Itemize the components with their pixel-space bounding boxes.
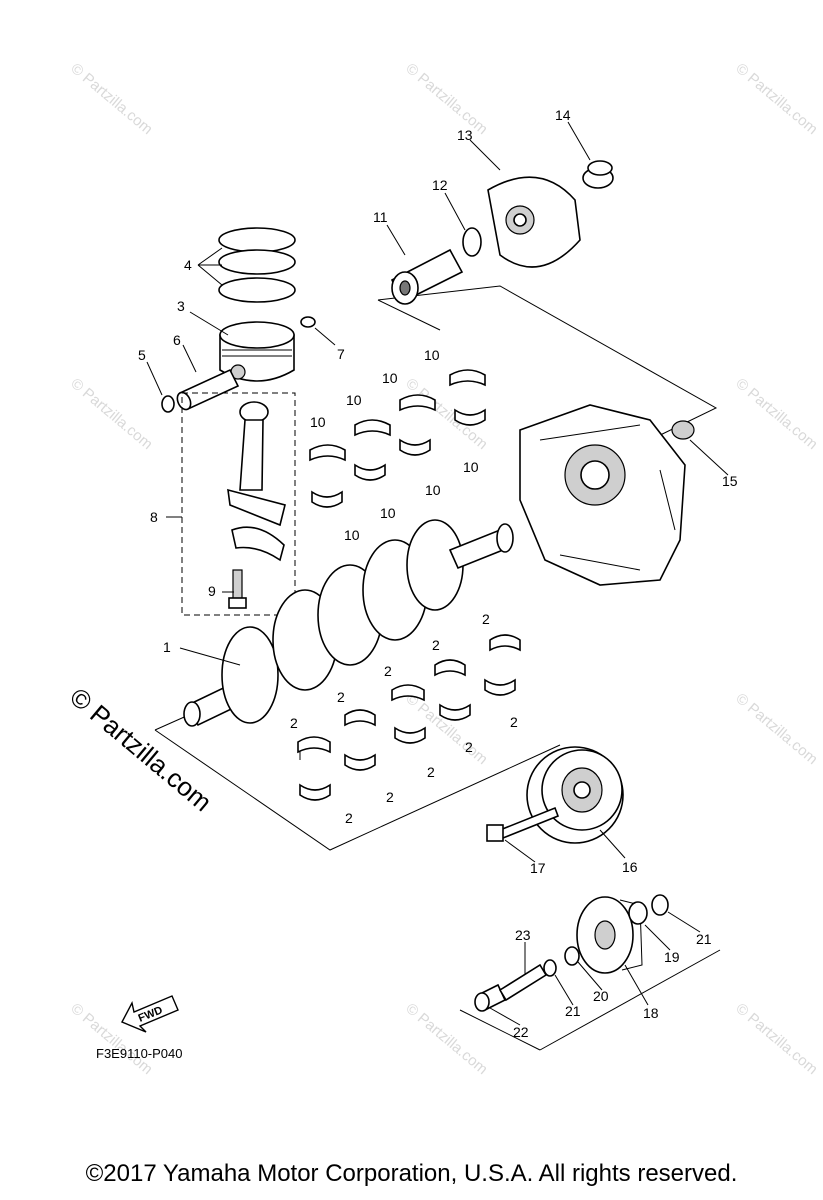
piston-rings — [218, 227, 296, 303]
watermark-text: © Partzilla.com — [732, 1000, 820, 1078]
fwd-arrow: FWD — [121, 995, 179, 1033]
callout-2: 2 — [432, 637, 440, 653]
callout-2: 2 — [290, 715, 298, 731]
callout-17: 17 — [530, 860, 546, 876]
big-end-bearings — [309, 369, 486, 508]
watermark-text: © Partzilla.com — [402, 1000, 490, 1078]
callout-14: 14 — [555, 107, 571, 123]
washer — [462, 227, 482, 257]
callout-6: 6 — [173, 332, 181, 348]
callout-18: 18 — [643, 1005, 659, 1021]
callout-22: 22 — [513, 1024, 529, 1040]
callout-16: 16 — [622, 859, 638, 875]
callout-11: 11 — [373, 209, 388, 225]
flywheel-bolt — [486, 806, 560, 842]
drive-shaft — [390, 248, 464, 305]
callout-2: 2 — [510, 714, 518, 730]
callout-2: 2 — [482, 611, 490, 627]
cap — [582, 160, 614, 189]
callout-10: 10 — [424, 347, 440, 363]
callout-2: 2 — [337, 689, 345, 705]
watermark-text: © Partzilla.com — [402, 690, 490, 768]
callouts: 1 2 2 2 2 2 2 2 2 2 2 3 4 5 6 7 8 9 10 1… — [138, 107, 738, 1040]
piston-pin-clip — [300, 316, 316, 328]
connecting-rod-box — [181, 392, 296, 616]
callout-4: 4 — [184, 257, 192, 273]
oil-seal — [671, 420, 695, 440]
callout-10: 10 — [382, 370, 398, 386]
callout-21: 21 — [565, 1003, 581, 1019]
callout-21: 21 — [696, 931, 712, 947]
callout-5: 5 — [138, 347, 146, 363]
piston-pin-clip — [161, 395, 175, 413]
callout-2: 2 — [384, 663, 392, 679]
callout-23: 23 — [515, 927, 531, 943]
main-bearings — [297, 634, 521, 801]
callout-1: 1 — [163, 639, 171, 655]
callout-3: 3 — [177, 298, 185, 314]
crankcase-cover — [519, 404, 686, 586]
flywheel — [526, 746, 624, 844]
watermark-text: © Partzilla.com — [67, 60, 155, 138]
callout-10: 10 — [310, 414, 326, 430]
circlip-21 — [651, 894, 669, 916]
circlip-21 — [543, 959, 557, 977]
diagram-code: F3E9110-P040 — [96, 1046, 183, 1061]
watermark-text: © Partzilla.com — [402, 60, 490, 138]
parts-diagram: © Partzilla.com © Partzilla.com © Partzi… — [64, 60, 821, 1078]
washer-20 — [564, 946, 580, 966]
callout-2: 2 — [386, 789, 394, 805]
callout-7: 7 — [337, 346, 345, 362]
callout-10: 10 — [463, 459, 479, 475]
washer-19 — [628, 901, 648, 925]
callout-10: 10 — [346, 392, 362, 408]
callout-9: 9 — [208, 583, 216, 599]
idler-shaft — [474, 983, 507, 1012]
callout-12: 12 — [432, 177, 448, 193]
callout-13: 13 — [457, 127, 473, 143]
callout-10: 10 — [425, 482, 441, 498]
watermark-text: © Partzilla.com — [67, 375, 155, 453]
callout-2: 2 — [465, 739, 473, 755]
starter-gear — [576, 896, 643, 974]
callout-10: 10 — [380, 505, 396, 521]
copyright-notice: ©2017 Yamaha Motor Corporation, U.S.A. A… — [85, 1160, 738, 1187]
callout-2: 2 — [427, 764, 435, 780]
watermark-text: © Partzilla.com — [732, 60, 820, 138]
callout-19: 19 — [664, 949, 680, 965]
callout-20: 20 — [593, 988, 609, 1004]
watermark-text: © Partzilla.com — [732, 690, 820, 768]
dowel-pin — [498, 963, 548, 1002]
connecting-rod — [227, 401, 286, 609]
watermark-text: © Partzilla.com — [732, 375, 820, 453]
callout-8: 8 — [150, 509, 158, 525]
leader-lines — [146, 121, 729, 1026]
callout-15: 15 — [722, 473, 738, 489]
callout-2: 2 — [345, 810, 353, 826]
coupling — [487, 176, 581, 268]
piston-pin — [176, 368, 240, 411]
callout-10: 10 — [344, 527, 360, 543]
crankshaft — [183, 519, 514, 727]
